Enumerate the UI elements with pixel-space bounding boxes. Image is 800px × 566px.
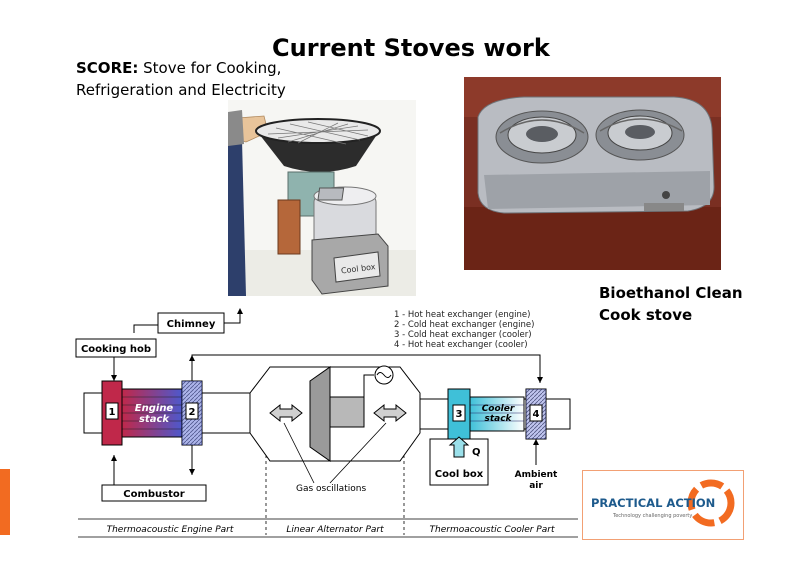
- legend: 1 - Hot heat exchanger (engine) 2 - Cold…: [394, 310, 534, 350]
- logo-tagline: Technology challenging poverty: [612, 513, 692, 519]
- heat-q-arrow: [448, 436, 470, 458]
- bio-line2: Cook stove: [599, 306, 693, 324]
- q-label: Q: [472, 447, 481, 458]
- oscillation-arrow-left: [269, 403, 303, 423]
- subtitle-line2: Refrigeration and Electricity: [76, 81, 286, 99]
- cooler-stack-label-2: stack: [484, 414, 512, 424]
- cool-box-label: Cool box: [435, 469, 484, 480]
- chimney-label: Chimney: [167, 319, 216, 330]
- alternator-magnet: [329, 396, 365, 428]
- gas-oscillations-label: Gas oscillations: [296, 484, 366, 494]
- slide-subtitle: SCORE: Stove for Cooking, Refrigeration …: [76, 57, 286, 101]
- part-engine-label: Thermoacoustic Engine Part: [107, 525, 234, 535]
- thermoacoustic-diagram: Chimney Cooking hob 1 2 Engine stack 3 4…: [75, 308, 578, 538]
- practical-action-logo: PRACTICAL ACTION Technology challenging …: [582, 470, 744, 540]
- bioethanol-stove-photo: [464, 77, 721, 270]
- part-alternator-label: Linear Alternator Part: [286, 525, 384, 535]
- num-2: 2: [189, 407, 196, 418]
- slide-title: Current Stoves work: [272, 34, 550, 62]
- orange-accent-bar: [0, 469, 10, 535]
- legend-item-1: 1 - Hot heat exchanger (engine): [394, 310, 530, 320]
- cooking-hob-box: [75, 338, 157, 358]
- person-legs: [228, 140, 246, 296]
- subtitle-bold: SCORE:: [76, 59, 139, 77]
- num-3: 3: [456, 409, 463, 420]
- ambient-label-1: Ambient: [515, 470, 558, 480]
- legend-item-4: 4 - Hot heat exchanger (cooler): [394, 340, 528, 350]
- engine-stack-label-2: stack: [139, 414, 170, 425]
- combustor-box: [101, 484, 207, 502]
- engine-stack-label-1: Engine: [135, 403, 174, 414]
- bio-line1: Bioethanol Clean: [599, 284, 743, 302]
- legend-item-2: 2 - Cold heat exchanger (engine): [394, 320, 534, 330]
- legend-item-3: 3 - Cold heat exchanger (cooler): [394, 330, 532, 340]
- cooking-hob-label: Cooking hob: [81, 344, 151, 355]
- combustor-label: Combustor: [123, 489, 185, 500]
- oscillation-arrow-right: [373, 403, 407, 423]
- score-stove-sketch: Cool box: [228, 100, 416, 296]
- bioethanol-caption: Bioethanol Clean Cook stove: [599, 282, 743, 326]
- part-cooler-label: Thermoacoustic Cooler Part: [430, 525, 555, 535]
- cooler-stack-label-1: Cooler: [482, 404, 515, 414]
- subtitle-line1: Stove for Cooking,: [138, 59, 282, 77]
- num-4: 4: [533, 409, 540, 420]
- sketch-cool-box-label: Cool box: [340, 262, 376, 275]
- ambient-label-2: air: [529, 481, 543, 491]
- logo-circle-icon: [687, 479, 735, 527]
- logo-name: PRACTICAL ACTION: [591, 496, 715, 510]
- num-1: 1: [109, 407, 116, 418]
- brick-stand: [277, 199, 301, 255]
